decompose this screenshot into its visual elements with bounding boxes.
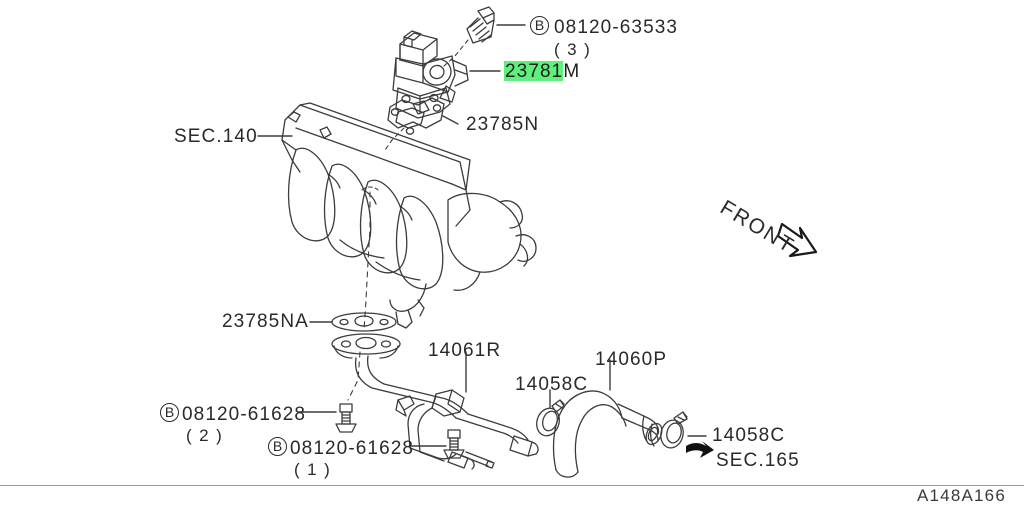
- callout-manifold-section: SEC.140: [174, 126, 258, 147]
- egr-tube-icon: [331, 333, 539, 470]
- callout-hose-part: 14060P: [595, 349, 668, 370]
- sec165-arrow-solid-icon: [686, 441, 714, 458]
- callout-bolt-qty1-qty: ( 1 ): [294, 460, 332, 479]
- part-number-highlight: [504, 61, 563, 81]
- bolt-qty2-icon: [335, 403, 357, 433]
- bolt-qty1-icon: [443, 429, 495, 469]
- callout-top-bolt-part: 08120-63533: [554, 17, 679, 38]
- callout-top-bolt-qty: ( 3 ): [554, 40, 592, 59]
- diagram-figure-code: A148A166: [916, 486, 1006, 505]
- callout-egr-valve-part: 23781M: [505, 61, 581, 82]
- circled-b-icon-top: B: [530, 16, 549, 35]
- front-arrow-outline-icon: [776, 222, 818, 258]
- callout-bolt-qty2-part: 08120-61628: [182, 404, 307, 425]
- callout-valve-gasket-part: 23785N: [466, 114, 540, 135]
- callout-clamp-right-part: 14058C: [712, 425, 786, 446]
- hose-icon: [552, 390, 663, 478]
- circled-b-icon-qty1: B: [268, 437, 287, 456]
- callout-bolt-qty2-qty: ( 2 ): [186, 426, 224, 445]
- footer-divider: [0, 485, 1024, 486]
- callout-bolt-qty1-part: 08120-61628: [290, 438, 415, 459]
- callout-exhaust-section: SEC.165: [716, 450, 800, 471]
- callout-tube-gasket-part: 23785NA: [222, 311, 309, 332]
- intake-manifold-icon: [281, 102, 537, 331]
- bolt-top-icon: [466, 6, 495, 44]
- clamp-right-icon: [660, 411, 688, 449]
- valve-gasket-icon: [387, 97, 445, 135]
- callout-clamp-left-part: 14058C: [515, 374, 589, 395]
- callout-egr-tube-part: 14061R: [428, 340, 502, 361]
- egr-valve-icon: [392, 30, 469, 119]
- circled-b-icon-qty2: B: [160, 403, 179, 422]
- clamp-left-icon: [536, 399, 565, 437]
